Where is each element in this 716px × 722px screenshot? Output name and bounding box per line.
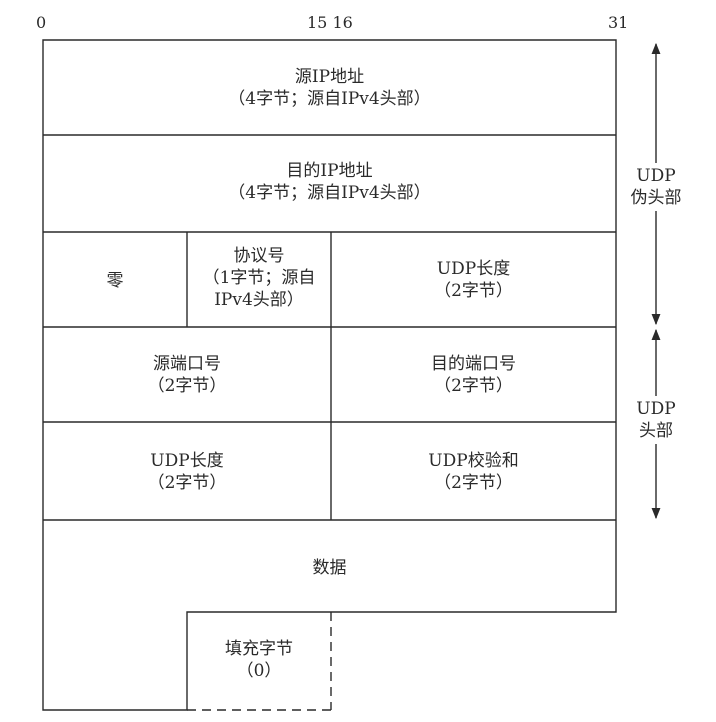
dst-ip-detail: （4字节；源自IPv4头部） (228, 183, 431, 203)
padding-field: 填充字节 （0） (187, 638, 331, 682)
bit-label-15-16: 15 16 (307, 13, 353, 32)
pseudo-udp-length-field: UDP长度 （2字节） (331, 258, 616, 302)
protocol-detail-line2: IPv4头部） (214, 290, 304, 310)
protocol-detail-line1: （1字节；源自 (202, 268, 316, 288)
pseudo-header-label-line2: 伪头部 (630, 188, 682, 208)
udp-header-label: UDP 头部 (630, 396, 682, 444)
udp-length-detail: （2字节） (147, 473, 227, 493)
bit-label-31: 31 (608, 13, 629, 32)
src-port-detail: （2字节） (147, 376, 227, 396)
udp-header-label-line1: UDP (636, 399, 676, 419)
src-ip-detail: （4字节；源自IPv4头部） (228, 89, 431, 109)
data-field: 数据 (312, 558, 347, 578)
protocol-title: 协议号 (233, 246, 285, 266)
pseudo-udp-length-title: UDP长度 (436, 259, 511, 279)
udp-length-field: UDP长度 （2字节） (43, 450, 331, 494)
checksum-title: UDP校验和 (428, 451, 519, 471)
bit-label-0: 0 (36, 13, 47, 32)
dst-port-detail: （2字节） (434, 376, 513, 396)
pseudo-header-label: UDP 伪头部 (624, 163, 688, 211)
padding-detail: （0） (236, 661, 282, 681)
udp-length-title: UDP长度 (150, 451, 224, 471)
pseudo-udp-length-detail: （2字节） (434, 281, 513, 301)
src-ip-field: 源IP地址 （4字节；源自IPv4头部） (43, 66, 616, 110)
protocol-field: 协议号 （1字节；源自 IPv4头部） (187, 245, 331, 311)
packet-outline (42, 39, 617, 711)
src-port-title: 源端口号 (153, 354, 221, 374)
checksum-detail: （2字节） (434, 473, 513, 493)
dst-ip-field: 目的IP地址 （4字节；源自IPv4头部） (43, 160, 616, 204)
udp-header-label-line2: 头部 (639, 421, 673, 441)
dst-ip-title: 目的IP地址 (286, 161, 373, 181)
zero-field: 零 (106, 271, 124, 291)
pseudo-header-label-line1: UDP (636, 166, 676, 186)
dst-port-title: 目的端口号 (431, 354, 516, 374)
padding-title: 填充字节 (225, 639, 293, 659)
src-port-field: 源端口号 （2字节） (43, 353, 331, 397)
checksum-field: UDP校验和 （2字节） (331, 450, 616, 494)
src-ip-title: 源IP地址 (294, 67, 365, 87)
dst-port-field: 目的端口号 （2字节） (331, 353, 616, 397)
